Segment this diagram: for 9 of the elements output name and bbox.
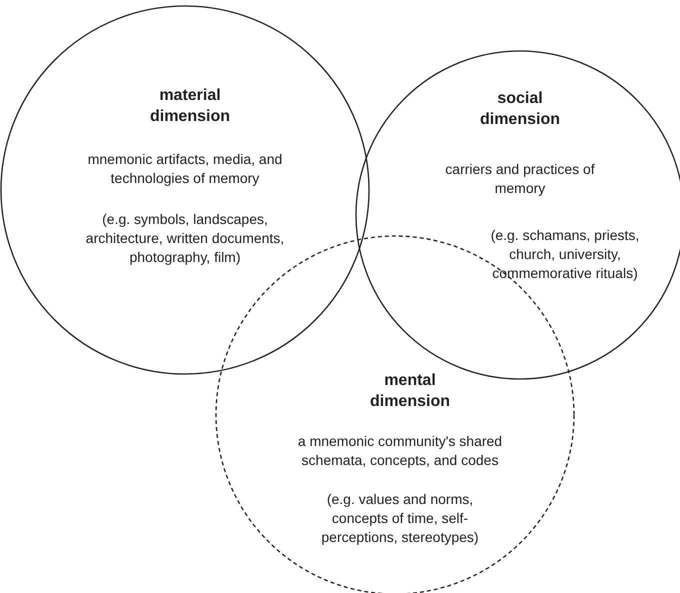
examples-text: (e.g. values and norms, concepts of time, self-perceptions, stereotypes) xyxy=(320,490,480,547)
description-text: carriers and practices of memory xyxy=(445,160,595,198)
circle-heading: social dimension xyxy=(478,89,561,130)
examples-text: (e.g. symbols, landscapes, architecture, written documents, photography, film) xyxy=(84,210,286,267)
description-text: mnemonic artifacts, media, and technologies of memory xyxy=(86,150,284,188)
description-text: a mnemonic community's shared schemata, concepts, and codes xyxy=(296,432,504,470)
circle-heading: mental dimension xyxy=(368,371,451,412)
examples-text: (e.g. schamans, priests, church, university, commemorative rituals) xyxy=(490,226,640,283)
circle-heading: material dimension xyxy=(148,86,231,127)
